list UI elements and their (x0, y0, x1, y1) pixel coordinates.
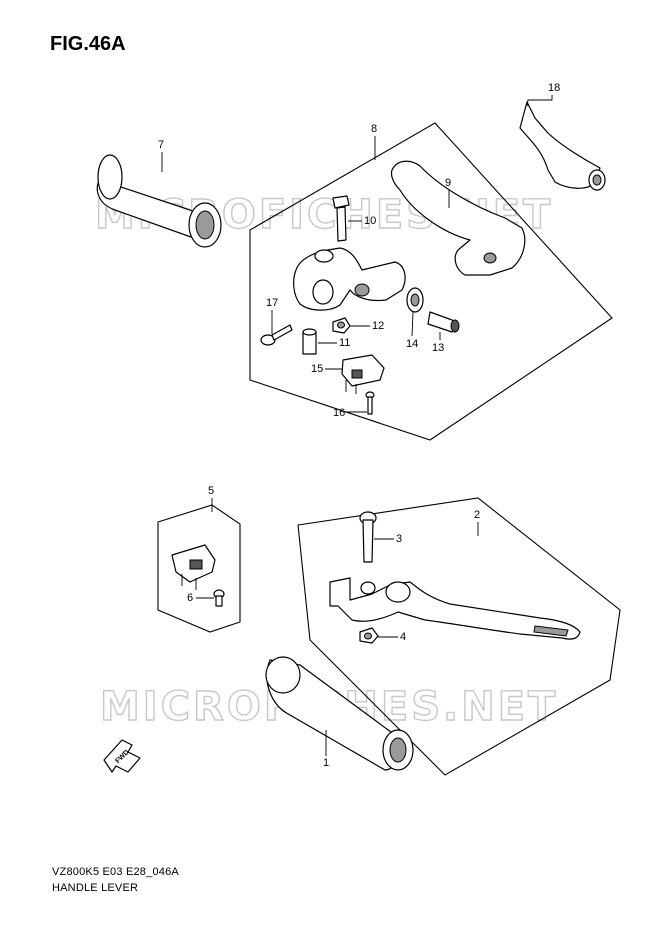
part-18-cover (519, 101, 606, 191)
part-3-bolt (359, 511, 377, 563)
part-8-holder (293, 247, 406, 311)
part-17-screw (260, 324, 293, 346)
callout-8: 8 (371, 123, 377, 135)
callout-11: 11 (339, 337, 350, 349)
part-15-switch (341, 354, 385, 394)
part-1-throttle-grip (265, 656, 414, 771)
callout-16: 16 (333, 407, 345, 419)
part-6-screw (213, 589, 225, 607)
part-16-screw (365, 391, 375, 415)
part-13-adjuster (427, 311, 460, 333)
part-12-nut (332, 317, 351, 334)
figure-caption: HANDLE LEVER (52, 882, 139, 894)
callout-7: 7 (158, 139, 164, 151)
callout-13: 13 (432, 342, 444, 354)
callout-14: 14 (406, 338, 418, 350)
callout-10: 10 (364, 215, 376, 227)
callout-3: 3 (396, 533, 402, 545)
callout-18-leader (526, 95, 553, 107)
callout-6: 6 (187, 592, 193, 604)
part-9-lever (390, 160, 526, 276)
callout-1: 1 (323, 757, 329, 769)
callout-18: 18 (548, 82, 560, 94)
part-2-brake-lever (329, 577, 581, 640)
assembly-box-2 (297, 497, 621, 776)
callout-17: 17 (266, 297, 278, 309)
callout-14-leader (411, 311, 414, 337)
callout-2: 2 (474, 509, 480, 521)
callout-15: 15 (311, 363, 323, 375)
assembly-box-8 (249, 122, 613, 441)
part-11-sleeve (302, 328, 317, 355)
callout-12: 12 (372, 320, 384, 332)
part-4-nut (359, 627, 379, 644)
callout-5: 5 (208, 485, 214, 497)
callout-9: 9 (445, 177, 451, 189)
part-7-grip (96, 154, 222, 248)
part-10-bolt (332, 195, 350, 242)
part-14-locknut (406, 287, 424, 313)
figure-title: FIG.46A (50, 33, 126, 55)
model-code: VZ800K5 E03 E28_046A (52, 866, 179, 878)
callout-4: 4 (400, 631, 406, 643)
part-5-switch (171, 544, 216, 590)
fwd-direction-marker: FWD (103, 739, 141, 773)
